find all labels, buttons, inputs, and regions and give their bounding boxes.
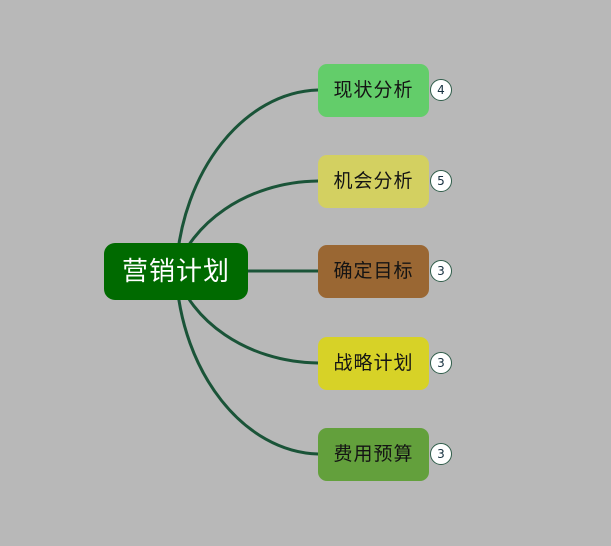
branch-node-label: 确定目标: [333, 260, 414, 282]
connector-edge: [174, 270, 320, 456]
branch-node[interactable]: 战略计划: [318, 337, 429, 390]
central-node-label: 营销计划: [121, 256, 230, 287]
branch-node-label: 费用预算: [333, 443, 414, 465]
branch-count-badge[interactable]: 5: [430, 170, 452, 192]
branch-node-label: 机会分析: [333, 170, 414, 192]
connector-edge: [174, 88, 320, 274]
branch-count-badge[interactable]: 3: [430, 260, 452, 282]
branch-node[interactable]: 确定目标: [318, 245, 429, 298]
branch-node[interactable]: 费用预算: [318, 428, 429, 481]
branch-node-label: 现状分析: [333, 79, 414, 101]
central-node[interactable]: 营销计划: [104, 243, 248, 300]
branch-count-badge[interactable]: 3: [430, 443, 452, 465]
branch-count-badge[interactable]: 3: [430, 352, 452, 374]
branch-node-label: 战略计划: [333, 352, 414, 374]
branch-node[interactable]: 机会分析: [318, 155, 429, 208]
branch-count-badge[interactable]: 4: [430, 79, 452, 101]
branch-node[interactable]: 现状分析: [318, 64, 429, 117]
